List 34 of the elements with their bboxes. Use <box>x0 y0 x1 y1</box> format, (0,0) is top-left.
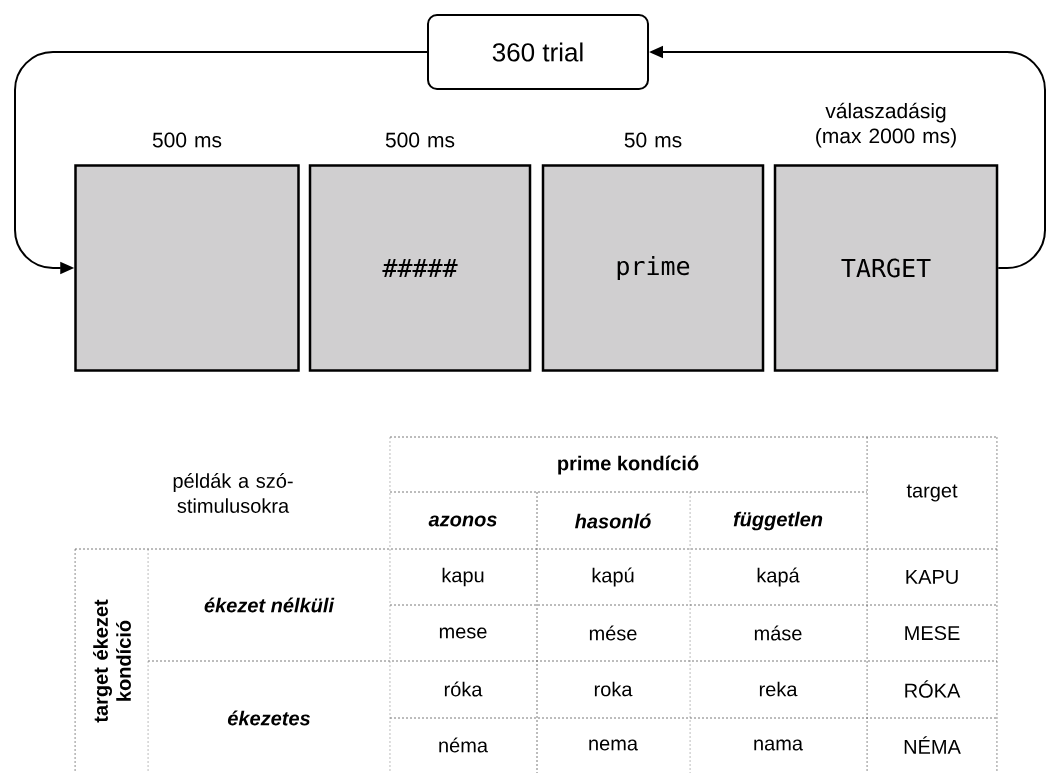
table-cell: prime kondíció <box>558 455 699 475</box>
table-cell: nema <box>589 739 638 751</box>
stimulus-screen: TARGET <box>773 164 999 372</box>
table-cell: RÓKA <box>905 680 961 698</box>
table-cell: target <box>906 484 958 502</box>
table-cell: mése <box>589 625 637 641</box>
table-cell: ékezetes <box>227 710 310 726</box>
table-cell: KAPU <box>906 570 958 584</box>
table-cell: ékezet nélküli <box>204 597 335 613</box>
table-cell: példák a szó-stimulusokra <box>173 473 293 513</box>
table-cell: róka <box>444 681 483 697</box>
table-cell: NÉMA <box>904 736 961 754</box>
table-cell: máse <box>754 625 802 641</box>
table-cell: azonos <box>428 515 497 527</box>
table-cell: néma <box>439 737 488 753</box>
stimulus-screen: prime <box>541 164 765 372</box>
table-cell: reka <box>759 681 798 697</box>
table-cell: kapá <box>757 567 800 587</box>
row-heading: target ékezet kondíció <box>93 599 131 723</box>
loop-count-box: 360 trial <box>427 14 649 90</box>
table-cell: roka <box>594 681 633 697</box>
table-cell: mese <box>439 627 487 639</box>
table-cell: hasonló <box>575 513 651 529</box>
table-cell: nama <box>754 739 803 751</box>
table-cell: MESE <box>905 625 960 641</box>
table-cell: független <box>733 511 823 531</box>
duration-label: válaszadásig (max 2000 ms) <box>816 102 956 148</box>
stimulus-screen <box>74 164 300 372</box>
duration-label: 500 ms <box>152 132 222 148</box>
table-cell: kapú <box>592 567 634 587</box>
duration-label: 500 ms <box>385 132 455 148</box>
table-cell: kapu <box>442 567 484 587</box>
duration-label: 50 ms <box>624 132 682 148</box>
stimulus-screen: ##### <box>308 164 532 372</box>
